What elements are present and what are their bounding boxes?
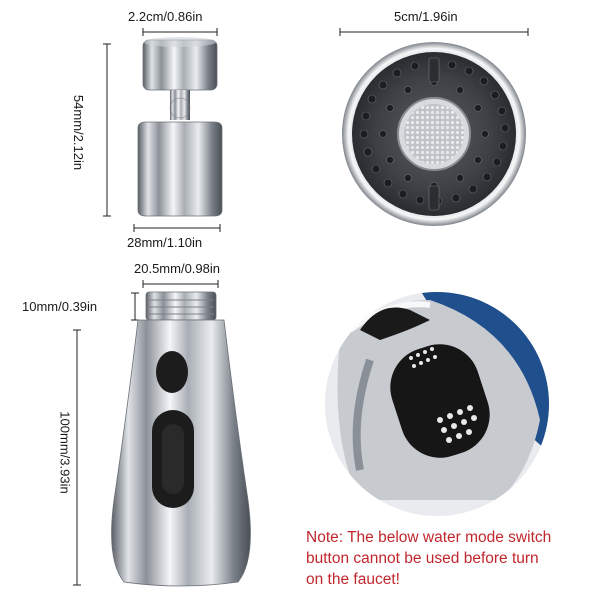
note-line-1: Note: The below water mode switch (306, 529, 552, 546)
note-line-2: button cannot be used before turn (306, 550, 539, 567)
usage-warning-note: Note: The below water mode switch button… (306, 527, 596, 590)
aerator-image (103, 28, 223, 232)
aerator-face-image (339, 28, 529, 226)
aerator-bottom-width-label: 28mm/1.10in (127, 235, 203, 250)
switch-button-closeup-image (325, 292, 549, 516)
sprayer-head-image (73, 280, 251, 587)
sprayer-thread-height-label: 10mm/0.39in (22, 299, 98, 314)
face-diameter-label: 5cm/1.96in (394, 9, 458, 24)
aerator-top-width-label: 2.2cm/0.86in (128, 9, 203, 24)
sprayer-thread-width-label: 20.5mm/0.98in (134, 261, 220, 276)
note-line-3: on the faucet! (306, 571, 400, 588)
